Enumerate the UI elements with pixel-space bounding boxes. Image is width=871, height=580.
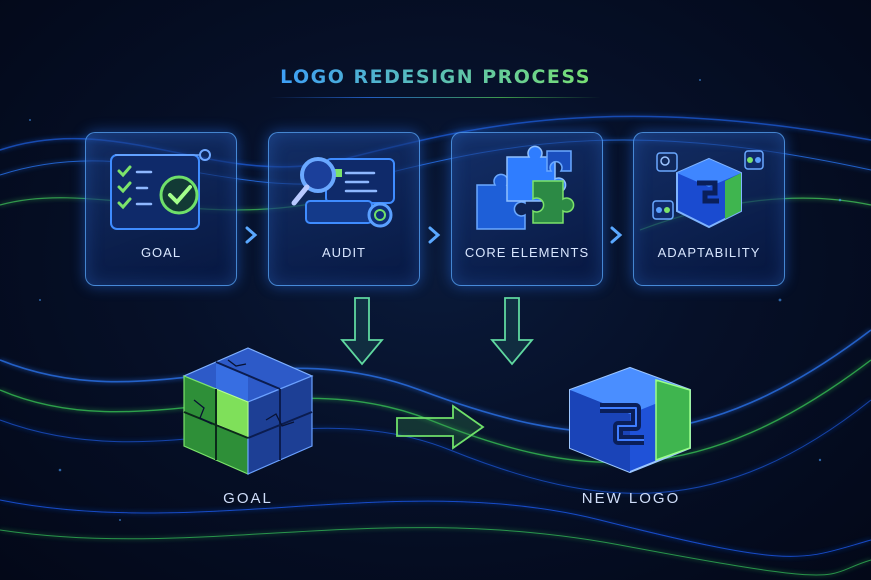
logo-cube-icon (652, 150, 764, 229)
step-label-core-elements: CORE ELEMENTS (464, 245, 590, 260)
checklist-icon (110, 149, 211, 230)
step-label-adaptability: ADAPTABILITY (657, 245, 761, 260)
new-logo-cube-icon (569, 366, 691, 474)
step-card-goal: GOAL (85, 132, 237, 286)
arrow-down-icon (490, 297, 534, 366)
step-label-audit: AUDIT (322, 245, 366, 260)
arrow-right-icon (396, 404, 485, 450)
bottom-label-new-logo: NEW LOGO (581, 490, 681, 507)
title-underline (270, 97, 601, 98)
step-card-audit: AUDIT (268, 132, 420, 286)
step-label-goal: GOAL (140, 245, 182, 260)
chevron-right-icon (428, 226, 441, 244)
chevron-right-icon (610, 226, 623, 244)
diagram-title: LOGO REDESIGN PROCESS (0, 66, 871, 88)
magnifier-icon (291, 157, 395, 228)
puzzle-icon (476, 145, 575, 230)
old-logo-cube-icon (182, 347, 314, 475)
arrow-down-icon (340, 297, 384, 366)
bottom-label-goal: GOAL (223, 490, 273, 507)
step-card-adaptability: ADAPTABILITY (633, 132, 785, 286)
step-card-core-elements: CORE ELEMENTS (451, 132, 603, 286)
chevron-right-icon (245, 226, 258, 244)
